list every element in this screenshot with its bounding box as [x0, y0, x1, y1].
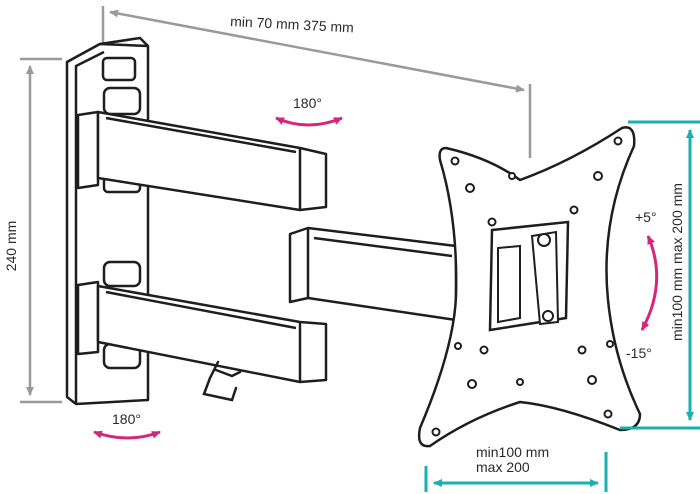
height-label: 240 mm	[3, 221, 19, 272]
height-dimension: 240 mm	[3, 57, 62, 404]
rotate-arrow-icon	[93, 430, 161, 440]
lower-arm	[76, 260, 328, 384]
rotation-top-label: 180°	[293, 95, 322, 111]
rotation-indicator-top: 180°	[275, 95, 343, 127]
upper-arm	[76, 86, 328, 212]
rotate-arrow-icon	[275, 116, 343, 127]
rotation-bottom-label: 180°	[112, 411, 141, 427]
vesa-plate	[417, 126, 642, 448]
vesa-horizontal-dimension: min100 mm max 200	[424, 444, 608, 492]
cable-hook	[202, 360, 242, 402]
vesa-holes	[431, 136, 623, 437]
vesa-vertical-dimension: min100 mm max 200 mm	[620, 120, 700, 430]
depth-label: min 70 mm 375 mm	[230, 13, 354, 35]
tilt-indicator: +5° -15°	[626, 209, 659, 361]
vesa-horizontal-max-label: max 200	[476, 459, 530, 475]
depth-arrow	[109, 9, 525, 93]
tilt-down-label: -15°	[626, 345, 652, 361]
rotation-indicator-bottom: 180°	[93, 411, 161, 440]
vesa-horizontal-min-label: min100 mm	[476, 444, 549, 460]
center-arm	[288, 226, 458, 322]
depth-dimension: min 70 mm 375 mm	[101, 6, 532, 158]
tilt-up-label: +5°	[635, 209, 657, 225]
tilt-arrow-icon	[640, 235, 659, 331]
vesa-vertical-label: min100 mm max 200 mm	[669, 183, 685, 341]
